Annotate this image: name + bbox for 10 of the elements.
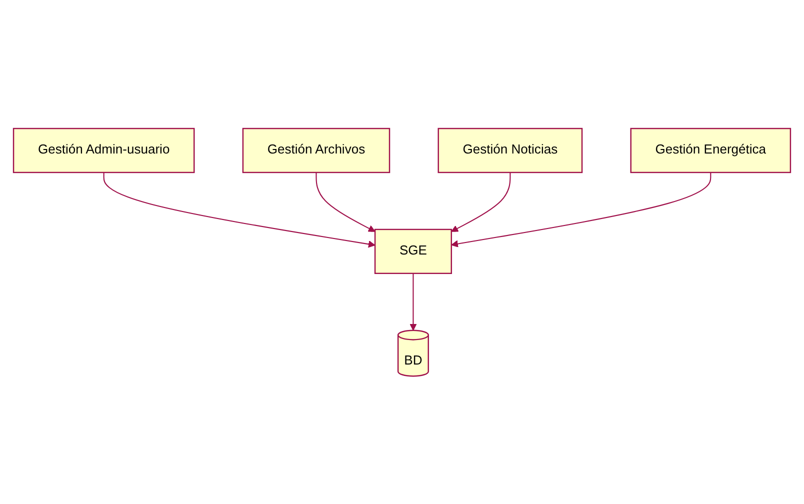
node-box: Gestión Admin-usuario: [12, 128, 195, 173]
arrow: [410, 273, 417, 330]
node-box: Gestión Energética: [630, 128, 792, 173]
node-box: SGE: [374, 228, 452, 274]
node-box: Gestión Archivos: [242, 128, 390, 173]
arrow: [451, 172, 511, 232]
arrow: [316, 172, 376, 232]
node-box: Gestión Noticias: [438, 128, 583, 173]
arrow: [451, 172, 712, 248]
arrow: [103, 172, 376, 248]
